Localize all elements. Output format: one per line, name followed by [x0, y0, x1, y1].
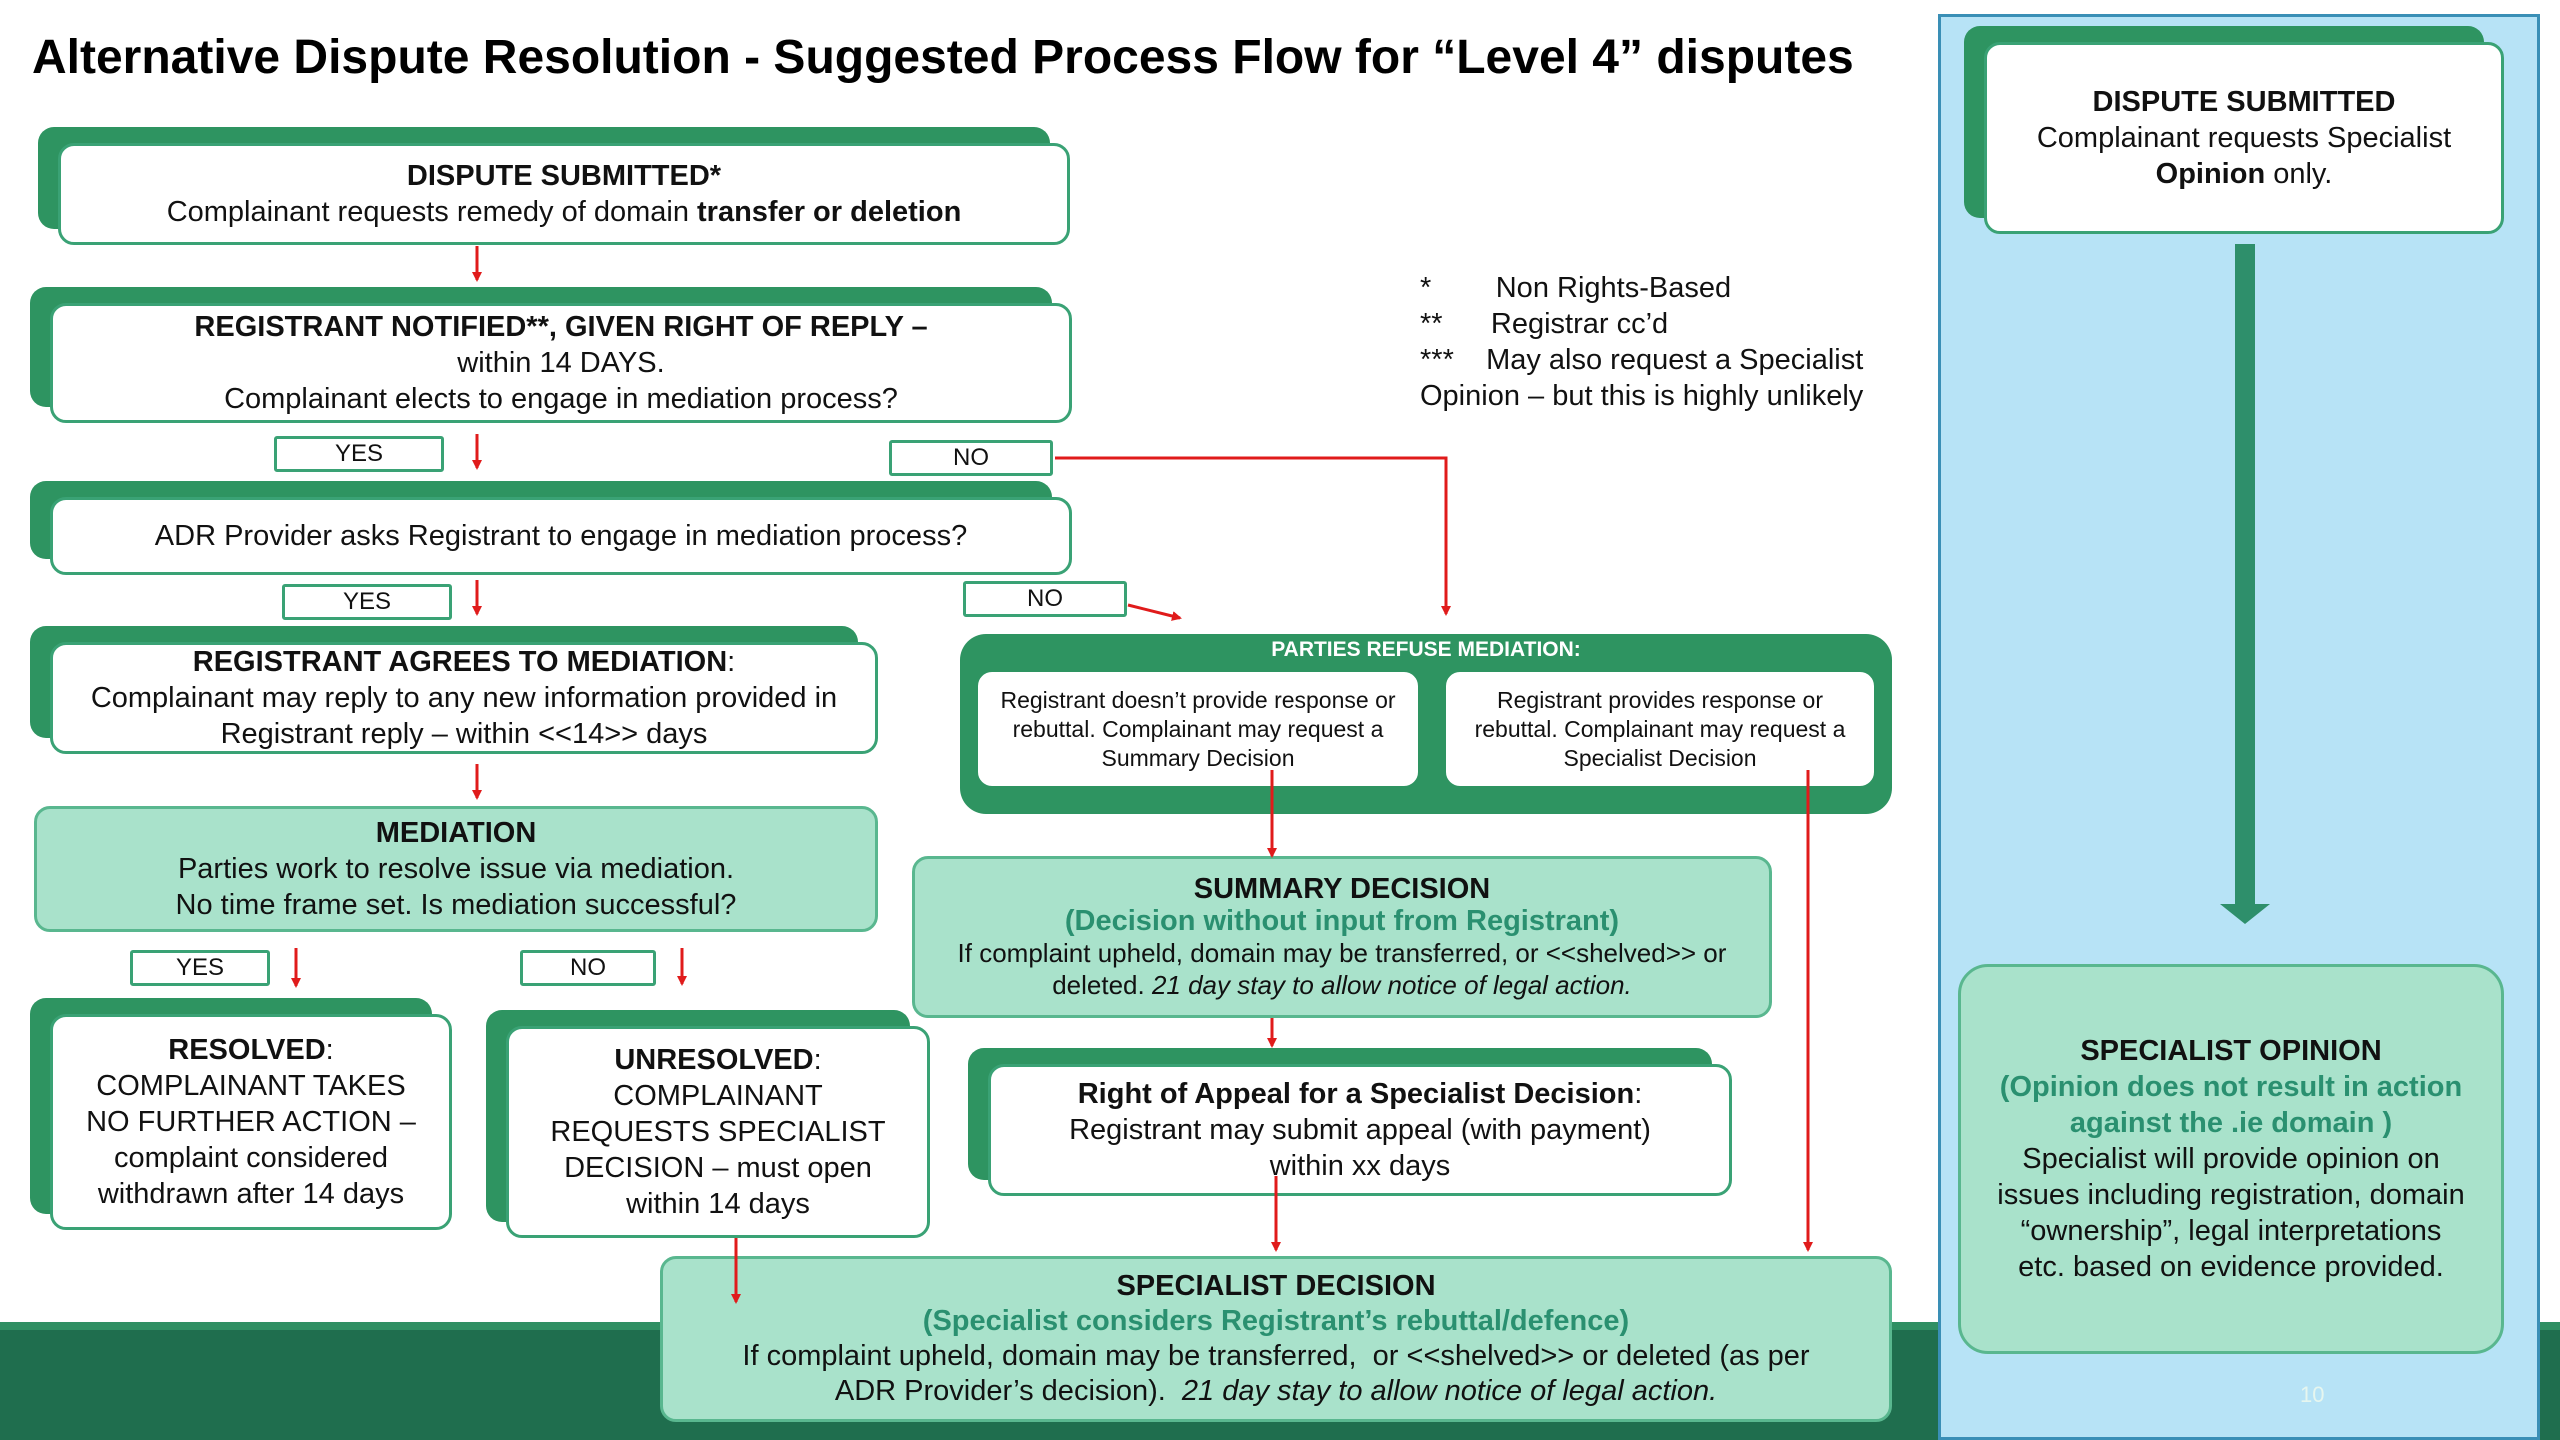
right-of-appeal-box: Right of Appeal for a Specialist Decisio… — [988, 1064, 1732, 1196]
registrant-agrees-line3: Registrant reply – within <<14>> days — [220, 718, 708, 750]
panel-opinion-line6: “ownership”, legal interpretations — [2020, 1215, 2442, 1247]
panel-opinion-sub1: (Opinion does not result in action — [1999, 1071, 2463, 1103]
right-of-appeal-colon: : — [1634, 1078, 1643, 1110]
unresolved-line2: COMPLAINANT — [613, 1080, 823, 1112]
summary-decision-subheading: (Decision without input from Registrant) — [1064, 905, 1620, 937]
registrant-agrees-colon: : — [727, 646, 736, 678]
resolved-heading-line: RESOLVED: — [168, 1032, 333, 1068]
dispute-submitted-box: DISPUTE SUBMITTED* Complainant requests … — [58, 143, 1070, 245]
specialist-decision-subheading: (Specialist considers Registrant’s rebut… — [922, 1305, 1630, 1337]
registrant-agrees-box: REGISTRANT AGREES TO MEDIATION: Complain… — [50, 642, 878, 754]
summary-decision-line4-italic: 21 day stay to allow notice of legal act… — [1151, 970, 1632, 1000]
panel-opinion-sub2: against the .ie domain ) — [2069, 1107, 2393, 1139]
unresolved-heading-line: UNRESOLVED: — [614, 1042, 821, 1078]
yes-label-1: YES — [274, 436, 444, 472]
panel-specialist-opinion-box: SPECIALIST OPINION (Opinion does not res… — [1958, 964, 2504, 1354]
dispute-submitted-heading: DISPUTE SUBMITTED* — [406, 160, 722, 192]
yes-label-3: YES — [130, 950, 270, 986]
summary-decision-line4-pre: deleted. — [1052, 970, 1152, 1000]
panel-opinion-line7: etc. based on evidence provided. — [2018, 1251, 2444, 1283]
page-number: 10 — [2300, 1382, 2325, 1407]
panel-down-arrow — [2220, 244, 2270, 924]
panel-dispute-line3: Opinion only. — [2156, 156, 2333, 192]
registrant-agrees-heading: REGISTRANT AGREES TO MEDIATION — [192, 646, 728, 678]
registrant-agrees-heading-line: REGISTRANT AGREES TO MEDIATION: — [193, 644, 735, 680]
summary-decision-heading: SUMMARY DECISION — [1193, 873, 1491, 905]
arrow-no2-to-refuse — [1127, 603, 1182, 621]
refuse-left-text: Registrant doesn’t provide response or r… — [1000, 686, 1396, 771]
resolved-line3: NO FURTHER ACTION – — [86, 1106, 416, 1138]
summary-decision-line3: If complaint upheld, domain may be trans… — [957, 938, 1727, 968]
page-title: Alternative Dispute Resolution - Suggest… — [32, 31, 1854, 84]
panel-dispute-line3-bold: Opinion — [2155, 158, 2266, 190]
panel-dispute-line2: Complainant requests Specialist — [2036, 122, 2452, 154]
dispute-submitted-text-pre: Complainant requests remedy of domain — [166, 196, 698, 228]
panel-opinion-line4: Specialist will provide opinion on — [2022, 1143, 2440, 1175]
specialist-decision-line4: ADR Provider’s decision). 21 day stay to… — [835, 1374, 1717, 1409]
mediation-line3: No time frame set. Is mediation successf… — [175, 889, 737, 921]
mediation-box: MEDIATION Parties work to resolve issue … — [34, 806, 878, 932]
unresolved-line3: REQUESTS SPECIALIST — [550, 1116, 886, 1148]
specialist-decision-line4-pre: ADR Provider’s decision). — [834, 1375, 1182, 1407]
footnotes: * Non Rights-Based ** Registrar cc’d ***… — [1420, 270, 1863, 414]
right-of-appeal-line2: Registrant may submit appeal (with payme… — [1069, 1114, 1651, 1146]
no-label-2: NO — [963, 581, 1127, 617]
right-of-appeal-heading: Right of Appeal for a Specialist Decisio… — [1077, 1078, 1635, 1110]
specialist-decision-line4-italic: 21 day stay to allow notice of legal act… — [1181, 1375, 1718, 1407]
unresolved-line4: DECISION – must open — [564, 1152, 872, 1184]
resolved-line2: COMPLAINANT TAKES — [96, 1070, 406, 1102]
panel-dispute-line3-rest: only. — [2265, 158, 2333, 190]
registrant-notified-line3: Complainant elects to engage in mediatio… — [224, 383, 898, 415]
no-label-1: NO — [889, 440, 1053, 476]
resolved-heading: RESOLVED — [168, 1034, 326, 1066]
yes-label-2: YES — [282, 584, 452, 620]
panel-dispute-submitted-box: DISPUTE SUBMITTED Complainant requests S… — [1984, 42, 2504, 234]
specialist-decision-heading: SPECIALIST DECISION — [1116, 1270, 1436, 1302]
summary-decision-box: SUMMARY DECISION (Decision without input… — [912, 856, 1772, 1018]
resolved-colon: : — [325, 1034, 334, 1066]
adr-provider-box: ADR Provider asks Registrant to engage i… — [50, 497, 1072, 575]
right-of-appeal-line3: within xx days — [1269, 1150, 1451, 1182]
summary-decision-line4: deleted. 21 day stay to allow notice of … — [1052, 969, 1632, 1001]
resolved-box: RESOLVED: COMPLAINANT TAKES NO FURTHER A… — [50, 1014, 452, 1230]
refuse-right-box: Registrant provides response or rebuttal… — [1446, 672, 1874, 786]
adr-provider-text: ADR Provider asks Registrant to engage i… — [154, 520, 968, 552]
specialist-decision-line3: If complaint upheld, domain may be trans… — [742, 1340, 1810, 1372]
specialist-decision-box: SPECIALIST DECISION (Specialist consider… — [660, 1256, 1892, 1422]
no-label-3: NO — [520, 950, 656, 986]
resolved-line4: complaint considered — [113, 1142, 389, 1174]
dispute-submitted-text: Complainant requests remedy of domain tr… — [167, 194, 962, 230]
unresolved-colon: : — [813, 1044, 822, 1076]
footnote-3: *** May also request a Specialist — [1420, 344, 1864, 376]
footnote-4: Opinion – but this is highly unlikely — [1420, 380, 1864, 412]
panel-opinion-line5: issues including registration, domain — [1997, 1179, 2465, 1211]
registrant-notified-heading: REGISTRANT NOTIFIED**, GIVEN RIGHT OF RE… — [194, 311, 928, 343]
refuse-left-box: Registrant doesn’t provide response or r… — [978, 672, 1418, 786]
registrant-agrees-line2: Complainant may reply to any new informa… — [90, 682, 838, 714]
parties-refuse-title: PARTIES REFUSE MEDIATION: — [1271, 638, 1581, 661]
footnote-2: ** Registrar cc’d — [1420, 308, 1669, 340]
dispute-submitted-text-bold: transfer or deletion — [697, 196, 962, 228]
mediation-line2: Parties work to resolve issue via mediat… — [177, 853, 735, 885]
unresolved-box: UNRESOLVED: COMPLAINANT REQUESTS SPECIAL… — [506, 1026, 930, 1238]
panel-dispute-heading: DISPUTE SUBMITTED — [2092, 86, 2396, 118]
registrant-notified-box: REGISTRANT NOTIFIED**, GIVEN RIGHT OF RE… — [50, 303, 1072, 423]
refuse-right-text: Registrant provides response or rebuttal… — [1474, 686, 1846, 771]
registrant-notified-line2: within 14 DAYS. — [457, 347, 665, 379]
panel-opinion-heading: SPECIALIST OPINION — [2080, 1035, 2382, 1067]
footnote-1: * Non Rights-Based — [1420, 272, 1732, 304]
mediation-heading: MEDIATION — [375, 817, 537, 849]
right-of-appeal-heading-line: Right of Appeal for a Specialist Decisio… — [1078, 1076, 1643, 1112]
arrow-no1-to-refuse — [1055, 456, 1451, 616]
unresolved-heading: UNRESOLVED — [614, 1044, 814, 1076]
resolved-line5: withdrawn after 14 days — [97, 1178, 405, 1210]
unresolved-line5: within 14 days — [626, 1188, 810, 1220]
